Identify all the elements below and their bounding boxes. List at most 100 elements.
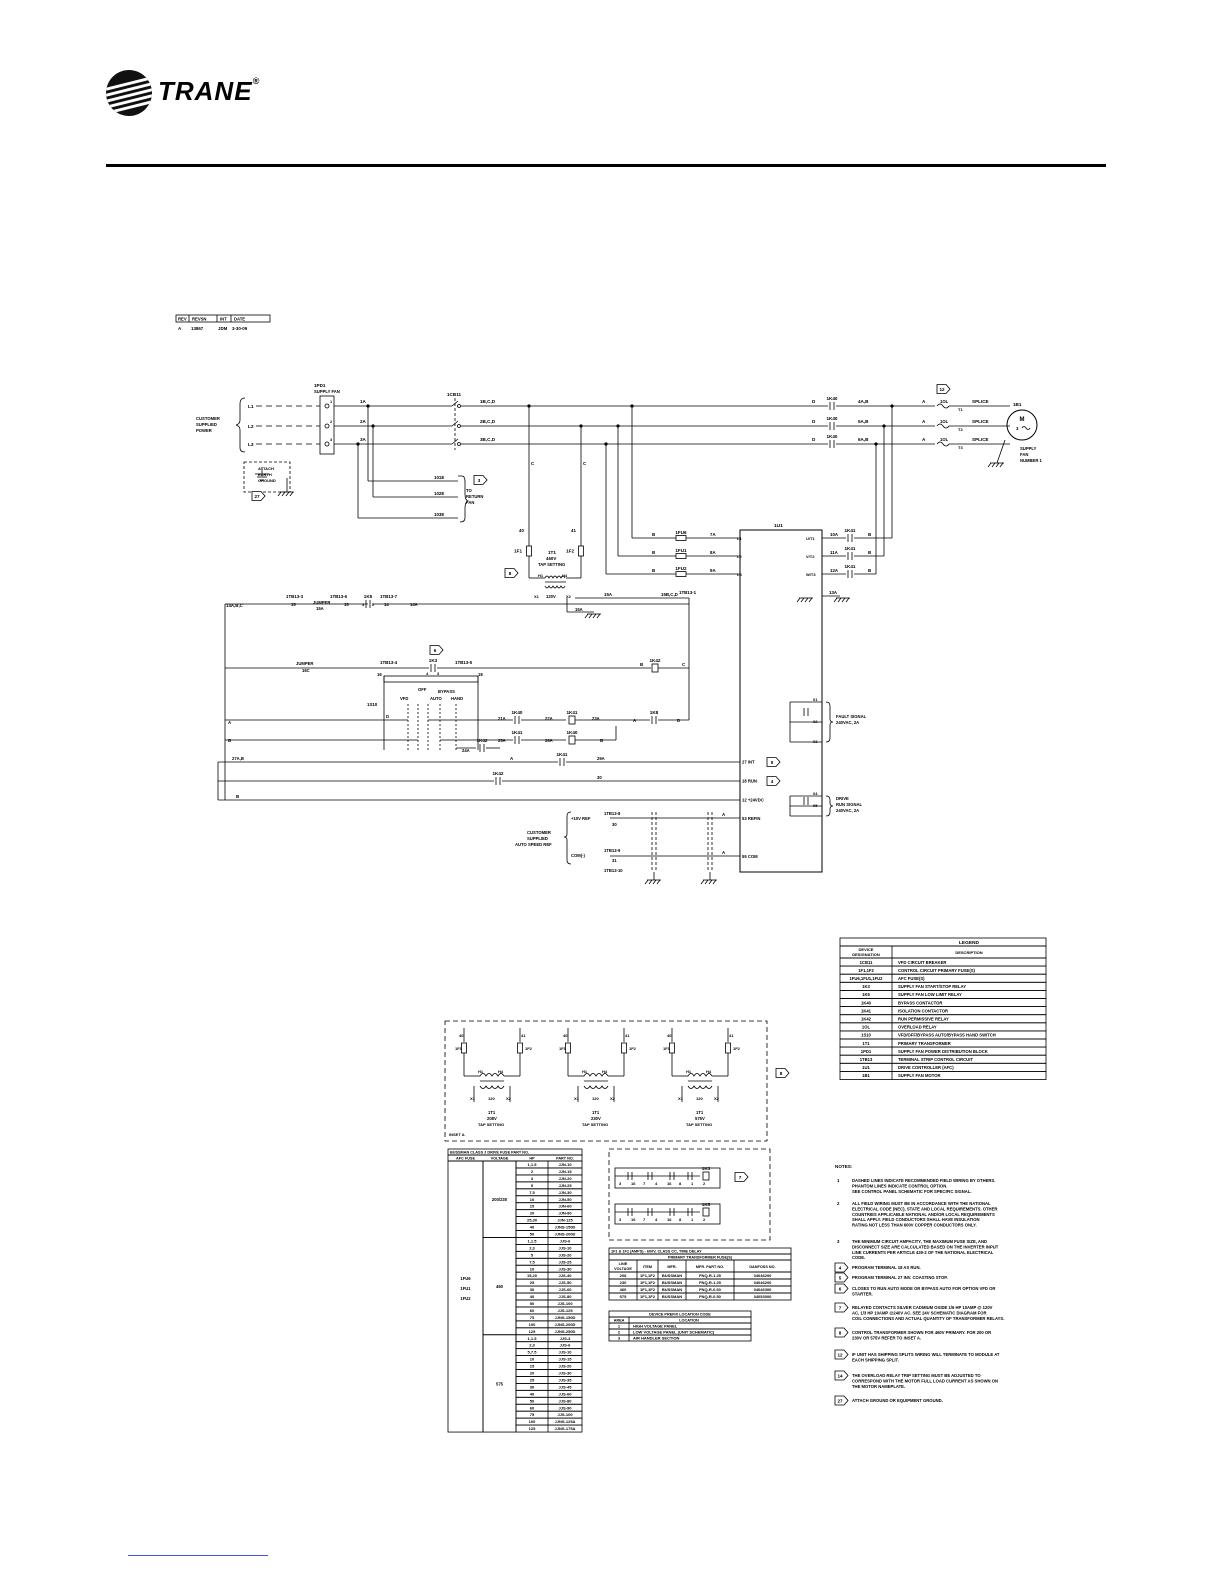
inset-pin: 120 [696,1096,703,1101]
fuse-symbol [578,545,584,557]
fuse-symbol [526,545,532,557]
revision-header: REV [178,317,187,322]
fuse-table-hp: 7.5 [529,1259,535,1264]
note-flag [834,1349,849,1360]
revision-value: 3-30-09 [232,326,248,331]
overload-label: 1OL [940,437,949,442]
fuse-table-hp: 2,3 [529,1245,535,1250]
fuse-table-hp: 75 [530,1315,535,1320]
fuse-table-row [515,1383,583,1391]
breaker-label: 1CB11 [447,392,461,397]
location-area: 3 [618,1336,621,1341]
note-text: CORRESPOND WITH THE MOTOR FULL LOAD CURR… [852,1378,998,1383]
primary-fuse-row [608,1292,792,1301]
note-flag-number: 12 [837,1352,843,1357]
note-text: COIL CONNECTIONS AND ACTUAL QUANTITY OF … [852,1316,1004,1321]
inset-pin: 41 [729,1033,734,1038]
wire-tag: B [868,532,871,537]
note-text: RATING NOT LESS THAN 600V COPPER CONDUCT… [852,1223,977,1228]
legend-description: BYPASS CONTACTOR [898,1000,942,1005]
relay-pin: 16 [631,1181,636,1186]
legend-description: SUPPLY FAN START/STOP RELAY [898,984,966,989]
ground-wire [996,439,1006,464]
signal-brace [825,795,834,817]
terminal-label: 1TB13-5 [455,660,473,665]
earth-ground-label: ATTACH [258,466,274,471]
vfd-output-label: U/T1 [806,536,815,541]
signal-label: 240VAC, 2A [836,720,859,725]
wire-number: 18 [478,672,483,677]
note-flag-number: 5 [839,1275,842,1280]
overload-element [936,403,950,409]
wire-tag: A [633,718,637,723]
inset-secondary-coil [583,1085,609,1089]
relay-pin: 3 [619,1217,622,1222]
return-fan-label: TO [466,488,472,493]
primary-fuse-title: 1F1 & 1F2 (AMPS) - 600V, CLASS CC, TIME … [611,1250,702,1254]
note-text: CODE. [852,1255,865,1260]
inset-pin: 41 [521,1033,526,1038]
legend-designation: 1K3 [862,984,870,989]
primary-fuse-cell: 34046200 [754,1273,773,1278]
notes-title: NOTES: [835,1164,853,1169]
terminal-label: 1TB13-6 [330,594,348,599]
ground-symbol [796,597,801,603]
wire-number: 15A [316,606,324,611]
legend-designation: 1K5 [862,992,870,997]
inset-secondary-coil [479,1085,505,1089]
fuse-table-hp: 125 [529,1329,536,1334]
legend-description: RUN PERMISSIVE RELAY [898,1017,949,1022]
inset-pin: H1 [582,1069,588,1074]
wire-number: 11A [830,550,839,555]
fuse-table-hp: 10 [530,1266,535,1271]
fuse-table-part: JJS-3 [560,1336,571,1341]
legend-header: DESIGNATION [852,952,880,957]
wire-tag: C [583,461,587,466]
wire-number: 10A [830,532,839,537]
legend-designation: 1PD1 [861,1049,872,1054]
contact-label: 1K41 [845,564,856,569]
contact-label: 1K40 [512,710,523,715]
junction-dot [356,442,360,446]
legend-description: PRIMARY TRANSFORMER [898,1041,951,1046]
fuse-table-hp: 7.5 [529,1190,535,1195]
fuse-table-hp: 60 [530,1308,535,1313]
fuse-table-hp: 30 [530,1384,535,1389]
primary-fuse-cell: BUSSMAN [662,1280,682,1285]
relay-pin: 16 [667,1181,672,1186]
line-label: L3 [248,442,254,448]
fuse-table-row [515,1209,583,1218]
fuse-table-row [515,1389,583,1398]
contact-label: 1K5 [364,594,373,599]
primary-fuse-cell: FNQ-R-1.25 [699,1273,722,1278]
ground-symbol [995,462,1000,468]
fuse-table-hp: 30 [530,1287,535,1292]
fuse-table-part: JJS-80 [559,1398,573,1403]
wire-tag: B [868,568,871,573]
wire-tag: D [812,399,816,404]
splice-label: SPLICE [972,399,989,404]
overload-element [936,423,950,429]
fuse-table-row [515,1250,583,1259]
primary-fuse-header: DANFOSS NO. [749,1265,775,1269]
legend-designation: 1OL [862,1025,871,1030]
relay-coil [568,715,576,725]
junction-dot [527,404,531,408]
wire-number: 21A [498,716,506,721]
wire-number: 40 [519,528,524,533]
fuse-table-hp: 60 [530,1405,535,1410]
relay-pin: 7 [643,1217,646,1222]
note-flag [834,1283,849,1294]
fuse-table-part: JJN-60 [558,1204,572,1209]
note-flag [834,1262,849,1273]
wire-tag: A [228,720,232,725]
note-text: PROGRAM TERMINAL 18 AS RUN. [852,1265,921,1270]
wire-number: 3B,C,D [480,437,496,442]
relay-module [614,1167,721,1189]
fuse-table-part: JJNS-200D [555,1322,576,1327]
legend-description: AFC FUSE(S) [898,976,925,981]
terminal [324,423,330,429]
legend-designation: 1TB13 [860,1057,873,1062]
note-text: THE OVERLOAD RELAY TRIP SETTING MUST BE … [852,1373,981,1378]
wire-number: 31 [612,858,617,863]
